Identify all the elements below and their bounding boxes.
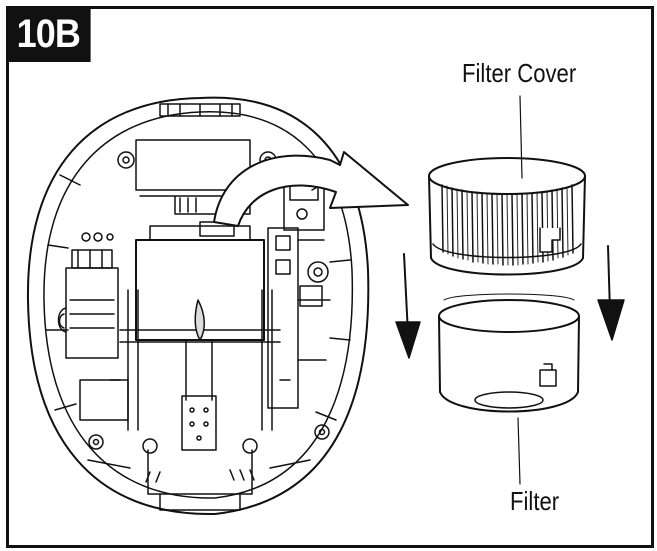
filter-cover-leader <box>519 95 523 179</box>
filter-cover-part <box>428 157 586 276</box>
rotation-arrow <box>213 151 409 227</box>
filter-label: Filter <box>510 486 560 516</box>
down-arrow-right <box>597 245 625 341</box>
down-arrow-left <box>395 253 421 359</box>
diagram-frame <box>6 6 654 548</box>
filter-cover-label: Filter Cover <box>462 58 577 88</box>
filter-part <box>438 293 580 413</box>
step-badge: 10B <box>6 6 91 62</box>
filter-leader <box>517 417 521 485</box>
